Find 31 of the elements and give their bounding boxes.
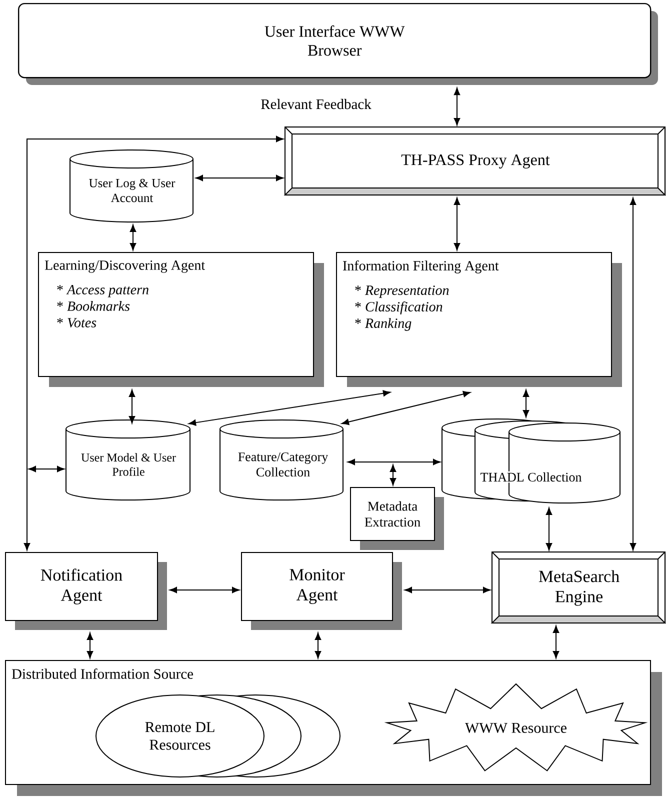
arrow — [188, 390, 391, 426]
arrow — [348, 458, 441, 466]
process-box: Metadata Extraction — [350, 487, 444, 550]
label-text: Relevant Feedback — [261, 98, 372, 110]
agent-box: Information Filtering Agent *Representation *Classification *Ranking — [336, 252, 622, 387]
arrow — [522, 389, 530, 418]
arrow — [341, 390, 471, 426]
arrow — [630, 197, 636, 550]
arrow — [454, 88, 460, 126]
arrow — [86, 632, 94, 658]
database-cylinder-stack: THADL Collection — [442, 418, 620, 504]
arrow — [546, 507, 552, 550]
arrow — [196, 174, 284, 182]
arrow — [28, 466, 64, 472]
arrow — [404, 586, 491, 594]
arrow — [454, 197, 460, 250]
arrow — [130, 224, 136, 250]
arrow — [170, 586, 240, 594]
database-cylinder: User Log & User Account — [70, 150, 194, 222]
arrow — [552, 625, 560, 658]
process-box: Monitor Agent — [241, 552, 402, 630]
arrow — [390, 464, 396, 486]
process-box: Notification Agent — [5, 552, 167, 630]
agent-box: Learning/Discovering Agent *Access pattern *Bookmarks *Votes — [38, 252, 324, 387]
database-cylinder: Feature/Category Collection — [220, 420, 344, 500]
resource-ellipses: Remote DL Resources — [96, 694, 340, 778]
arrow — [128, 389, 136, 424]
database-cylinder: User Model & User Profile — [66, 420, 190, 500]
interface-box: User Interface WWW Browser — [18, 2, 658, 85]
arrow — [24, 136, 284, 550]
arrow — [314, 632, 322, 658]
